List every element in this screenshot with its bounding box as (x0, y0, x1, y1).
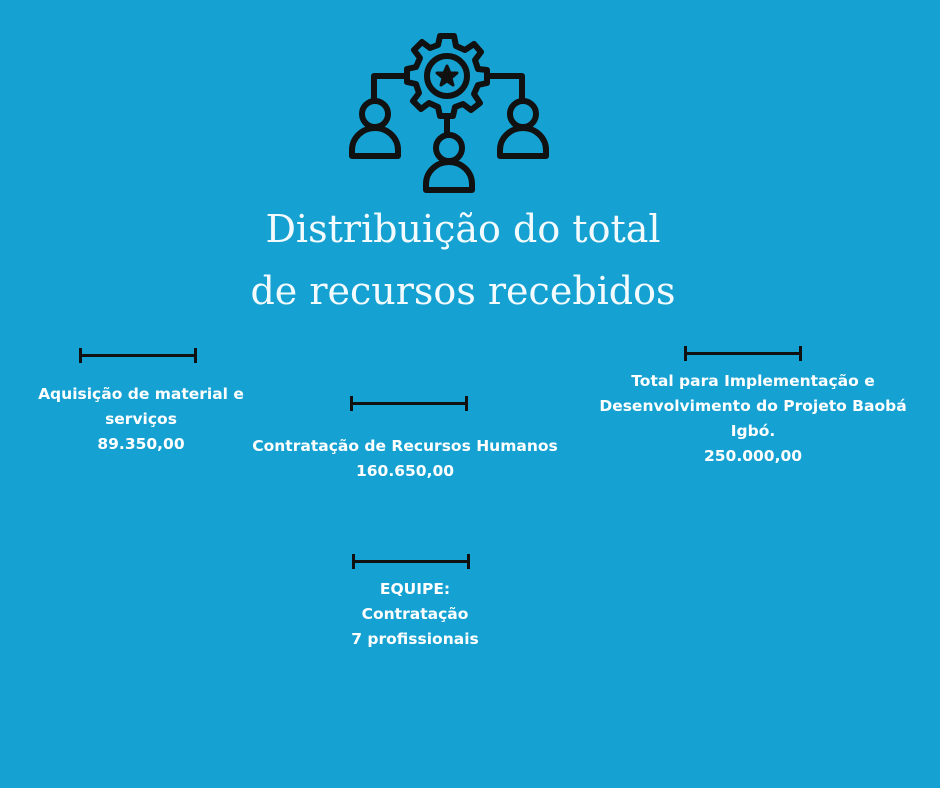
item-value: 250.000,00 (703, 447, 803, 465)
page-title: Distribuição do total de recursos recebi… (163, 198, 763, 322)
item-label: Aquisição de material e serviços (38, 385, 244, 428)
divider-team (352, 554, 470, 569)
item-value: 89.350,00 (97, 435, 185, 453)
item-label: Total para Implementação e Desenvolvimen… (599, 372, 907, 440)
item-rh: Contratação de Recursos Humanos 160.650,… (235, 434, 575, 484)
divider-total (684, 346, 802, 361)
team-line-2: Contratação (361, 605, 469, 623)
title-line-2: de recursos recebidos (250, 269, 676, 313)
team-gear-icon (349, 33, 549, 193)
title-line-1: Distribuição do total (265, 207, 661, 251)
item-value: 160.650,00 (355, 462, 455, 480)
item-label: Contratação de Recursos Humanos (252, 437, 558, 455)
divider-material (79, 348, 197, 363)
item-material: Aquisição de material e serviços 89.350,… (25, 382, 257, 457)
team-heading: EQUIPE: (379, 580, 451, 598)
divider-rh (350, 396, 468, 411)
item-total: Total para Implementação e Desenvolvimen… (585, 369, 921, 469)
team-info: EQUIPE: Contratação 7 profissionais (315, 577, 515, 652)
team-line-3: 7 profissionais (351, 630, 479, 648)
